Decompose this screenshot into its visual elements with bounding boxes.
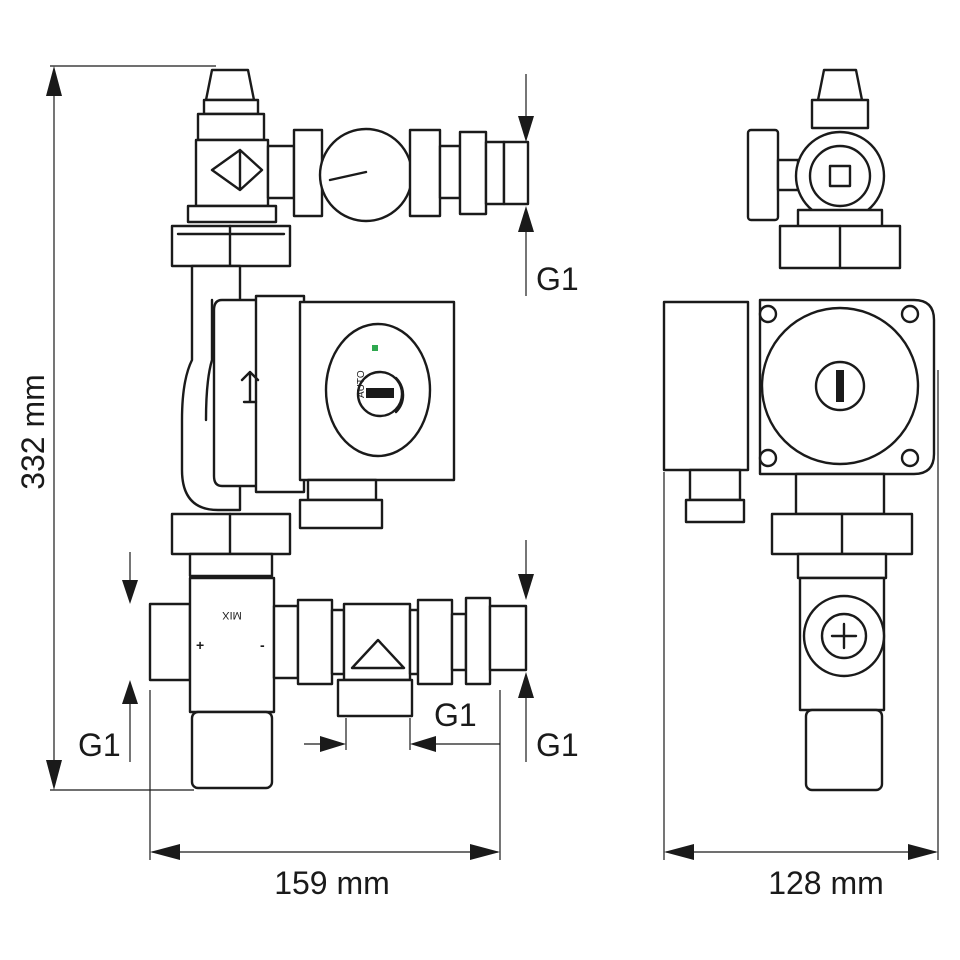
side-lower-section: [770, 472, 914, 792]
bottom-right-g1-label: G1: [536, 727, 579, 763]
mix-label: MIX: [222, 609, 242, 621]
dimension-lines: [46, 65, 939, 860]
bottom-branch: [296, 596, 528, 718]
upper-check-valve: [186, 138, 278, 224]
top-vent-cap: [196, 68, 266, 142]
lower-union-nut: [170, 512, 292, 578]
front-view: AUTO MIX + -: [148, 68, 530, 790]
pump-body: AUTO: [212, 294, 456, 530]
minus-label: -: [260, 637, 265, 653]
side-top-cap: [810, 68, 870, 130]
side-view: [662, 68, 936, 792]
upper-union-nut: [170, 224, 292, 268]
side-width-dimension-label: 128 mm: [768, 865, 884, 901]
front-width-dimension-label: 159 mm: [274, 865, 390, 901]
auto-label: AUTO: [356, 370, 367, 398]
bottom-middle-g1-label: G1: [434, 697, 477, 733]
plus-label: +: [196, 637, 204, 653]
height-dimension-label: 332 mm: [15, 374, 51, 490]
bottom-left-g1-label: G1: [78, 727, 121, 763]
top-thermometer-branch: [266, 127, 530, 223]
mixing-valve: MIX + -: [148, 576, 300, 790]
top-g1-label: G1: [536, 261, 579, 297]
side-pump-housing: [662, 298, 936, 524]
side-upper-valve: [746, 128, 902, 270]
